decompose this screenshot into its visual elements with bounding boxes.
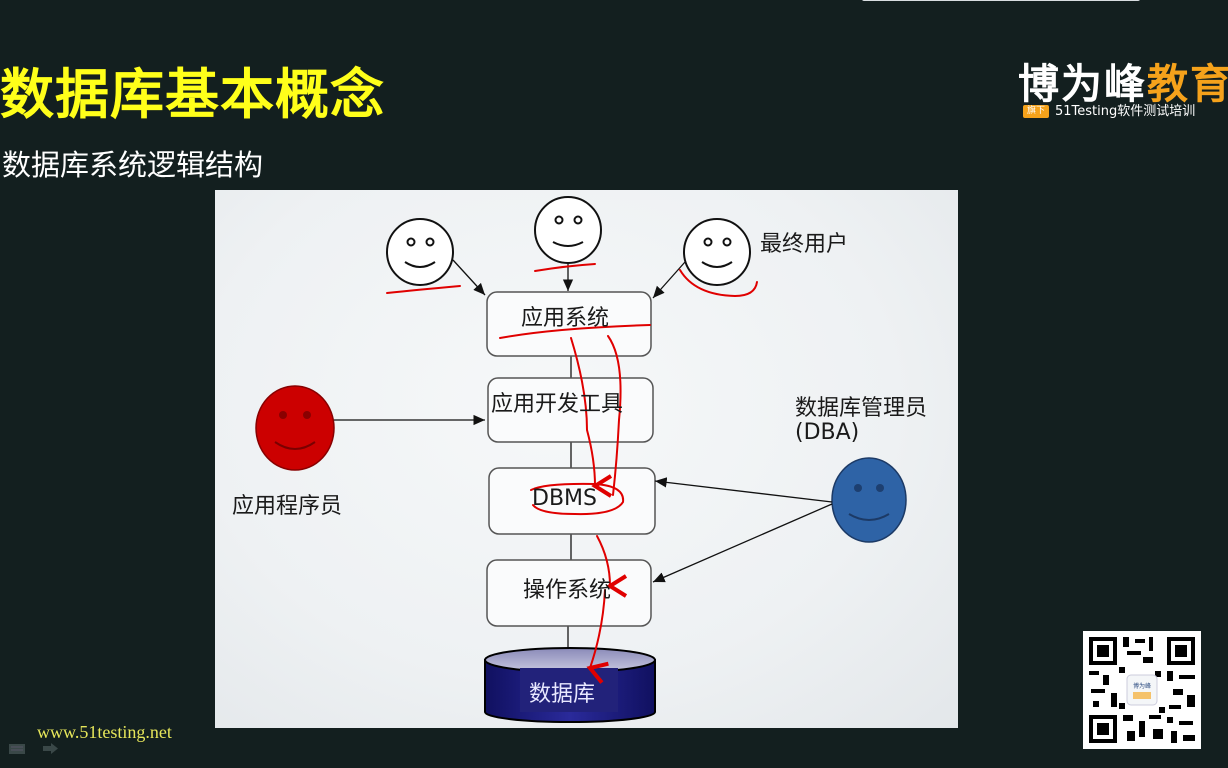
dev-tools-box (487, 377, 654, 443)
layer-label-dev-tools: 应用开发工具 (491, 392, 624, 417)
top-window-bar (862, 0, 1140, 1)
end-user-face-icon-1 (386, 218, 454, 286)
qr-code: 博为峰 (1083, 631, 1201, 749)
brand-badge: 旗下 (1023, 105, 1050, 118)
dba-label-abbrev: (DBA) (795, 420, 860, 445)
page-subtitle: 数据库系统逻辑结构 (2, 148, 264, 182)
layer-label-dbms: DBMS (532, 486, 597, 511)
diagram-slide: 最终用户 应用系统 应用开发工具 DBMS 操作系统 数据库 应用程序员 数据库… (215, 190, 958, 728)
brand-tagline-row: 旗下 51Testing软件测试培训 (1023, 100, 1195, 119)
end-user-face-icon-3 (683, 218, 751, 286)
slide-next-arrow-icon[interactable] (42, 740, 60, 754)
end-users-label: 最终用户 (760, 232, 849, 257)
brand-accent-text: 教育 (1147, 60, 1228, 108)
brand-tagline: 51Testing软件测试培训 (1055, 104, 1196, 119)
architecture-diagram (255, 196, 907, 723)
brand-logo: 博为峰教育 旗下 51Testing软件测试培训 (1018, 50, 1228, 122)
layer-label-app-system: 应用系统 (521, 306, 610, 331)
qr-code-icon: 博为峰 (1083, 631, 1201, 749)
brand-main-text: 博为峰 (1018, 60, 1147, 108)
website-link[interactable]: www.51testing.net (37, 722, 172, 742)
brand-name: 博为峰教育 (1018, 50, 1228, 110)
page-title: 数据库基本概念 (0, 63, 385, 126)
dba-label: 数据库管理员 (795, 396, 928, 421)
dba-face-icon (831, 457, 907, 543)
end-user-face-icon-2 (534, 196, 602, 264)
layer-connectors (567, 356, 572, 648)
layer-label-database: 数据库 (529, 682, 596, 707)
programmer-face-icon (255, 385, 335, 471)
flow-arrows (334, 259, 833, 583)
red-ink-annotations (386, 263, 758, 684)
database-cylinder-icon (484, 647, 656, 723)
layer-label-os: 操作系统 (523, 578, 612, 603)
programmer-label: 应用程序员 (232, 494, 343, 519)
svg-text:博为峰: 博为峰 (1133, 682, 1151, 690)
slide-prev-icon[interactable] (8, 740, 26, 754)
